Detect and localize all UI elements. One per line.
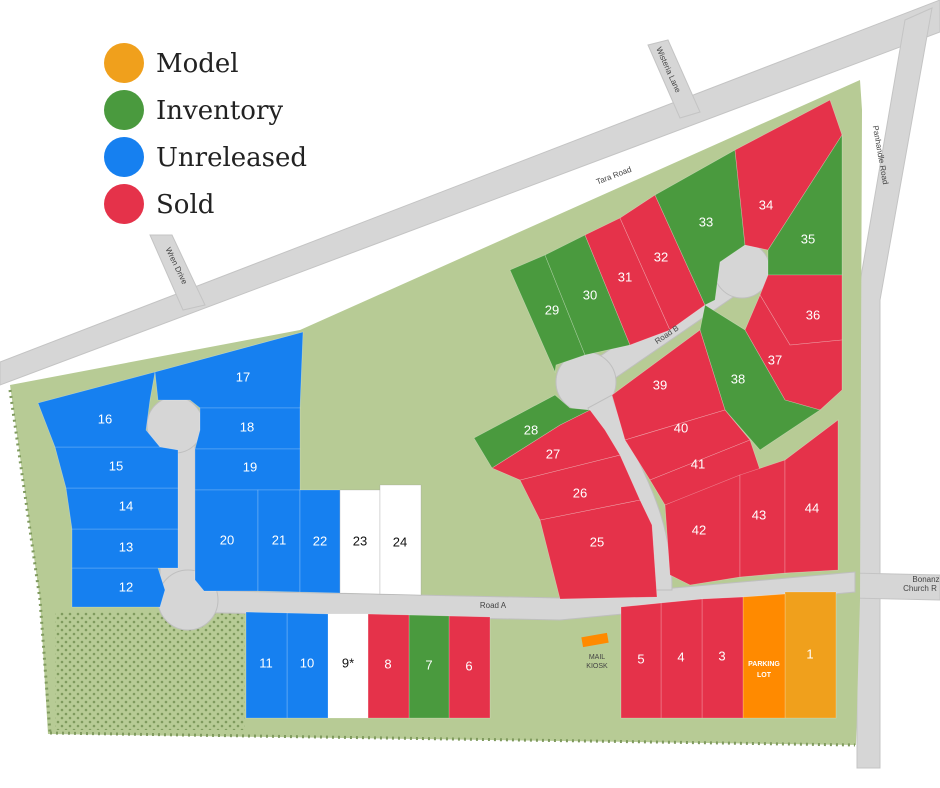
legend-inventory-label: Inventory: [156, 96, 283, 126]
lot-9-label: 9*: [342, 655, 354, 670]
perimeter-roads: [0, 0, 940, 769]
lot-13-label: 13: [119, 539, 133, 554]
parking-lot-label-2: LOT: [757, 672, 772, 679]
lot-36-label: 36: [806, 307, 820, 322]
legend-unreleased-swatch-icon: [104, 137, 144, 177]
lot-20[interactable]: [194, 489, 259, 592]
lot-40-label: 40: [674, 420, 688, 435]
tara-road-label: Tara Road: [595, 165, 633, 187]
panhandle-road-strip: [856, 7, 933, 769]
parking-lot[interactable]: [742, 593, 786, 719]
lot-26[interactable]: [519, 454, 641, 521]
lot-37-label: 37: [768, 352, 782, 367]
parking-lot-label-1: PARKING: [748, 661, 780, 668]
lot-38-label: 38: [731, 371, 745, 386]
lots-layer: 1 PARKING LOT 3 4 5 6 7 8 9* 10 11 12 13…: [37, 99, 843, 719]
lot-22-label: 22: [313, 533, 327, 548]
mail-kiosk-label-2: KIOSK: [586, 663, 608, 670]
lot-19-label: 19: [243, 459, 257, 474]
legend-model-swatch-icon: [104, 43, 144, 83]
lot-25[interactable]: [539, 499, 658, 600]
wren-drive-strip: [149, 234, 206, 311]
tree-line-south: [49, 731, 856, 747]
lot-4-label: 4: [677, 649, 684, 664]
lot-33-label: 33: [699, 214, 713, 229]
lot-24-label: 24: [393, 534, 407, 549]
mail-kiosk[interactable]: MAIL KIOSK: [581, 632, 609, 670]
lot-24[interactable]: [379, 484, 422, 596]
lot-20-label: 20: [220, 532, 234, 547]
lot-25-label: 25: [590, 534, 604, 549]
lot-30-label: 30: [583, 287, 597, 302]
lot-32-label: 32: [654, 249, 668, 264]
lot-5[interactable]: [620, 602, 662, 719]
lot-37[interactable]: [744, 294, 843, 411]
lot-41-label: 41: [691, 456, 705, 471]
lot-44-label: 44: [805, 500, 819, 515]
lot-34-label: 34: [759, 197, 773, 212]
lot-17[interactable]: [154, 331, 304, 409]
lot-10-label: 10: [300, 655, 314, 670]
lot-12-label: 12: [119, 579, 133, 594]
lot-8-label: 8: [384, 656, 391, 671]
lot-29-label: 29: [545, 302, 559, 317]
lot-31-label: 31: [618, 269, 632, 284]
lot-3-label: 3: [718, 648, 725, 663]
mail-kiosk-box[interactable]: [581, 632, 609, 648]
lot-5-label: 5: [637, 651, 644, 666]
road-a-label: Road A: [480, 601, 507, 610]
legend-model-label: Model: [156, 49, 239, 79]
lot-42[interactable]: [664, 474, 741, 586]
lot-39-label: 39: [653, 377, 667, 392]
legend: Model Inventory Unreleased Sold: [104, 43, 307, 224]
lot-28-label: 28: [524, 422, 538, 437]
lot-38[interactable]: [699, 304, 821, 451]
legend-sold-swatch-icon: [104, 184, 144, 224]
lot-26-label: 26: [573, 485, 587, 500]
wisteria-lane-strip: [647, 39, 701, 119]
lot-11-label: 11: [259, 655, 273, 670]
lot-11[interactable]: [245, 611, 288, 719]
lot-28[interactable]: [473, 394, 592, 469]
lot-17-label: 17: [236, 369, 250, 384]
tree-line-west: [8, 389, 52, 734]
lot-29[interactable]: [509, 254, 586, 374]
legend-unreleased-label: Unreleased: [156, 143, 307, 173]
lot-27-label: 27: [546, 446, 560, 461]
lot-23-label: 23: [353, 533, 367, 548]
lot-14-label: 14: [119, 498, 133, 513]
bonanza-road-label-2: Church R: [903, 584, 937, 593]
lot-15-label: 15: [109, 458, 123, 473]
legend-inventory-swatch-icon: [104, 90, 144, 130]
lot-44[interactable]: [784, 419, 839, 574]
lot-18-label: 18: [240, 419, 254, 434]
lot-16-label: 16: [98, 411, 112, 426]
legend-sold-label: Sold: [156, 190, 214, 220]
lot-6-label: 6: [465, 658, 472, 673]
wooded-area: [55, 612, 245, 730]
tara-road-strip: [0, 0, 940, 386]
lot-1-label: 1: [806, 646, 813, 661]
lot-42-label: 42: [692, 522, 706, 537]
lot-21-label: 21: [272, 532, 286, 547]
bonanza-road-label-1: Bonanz: [912, 575, 939, 584]
lot-35-label: 35: [801, 231, 815, 246]
lot-43-label: 43: [752, 507, 766, 522]
lot-7-label: 7: [425, 657, 432, 672]
mail-kiosk-label-1: MAIL: [589, 654, 605, 661]
